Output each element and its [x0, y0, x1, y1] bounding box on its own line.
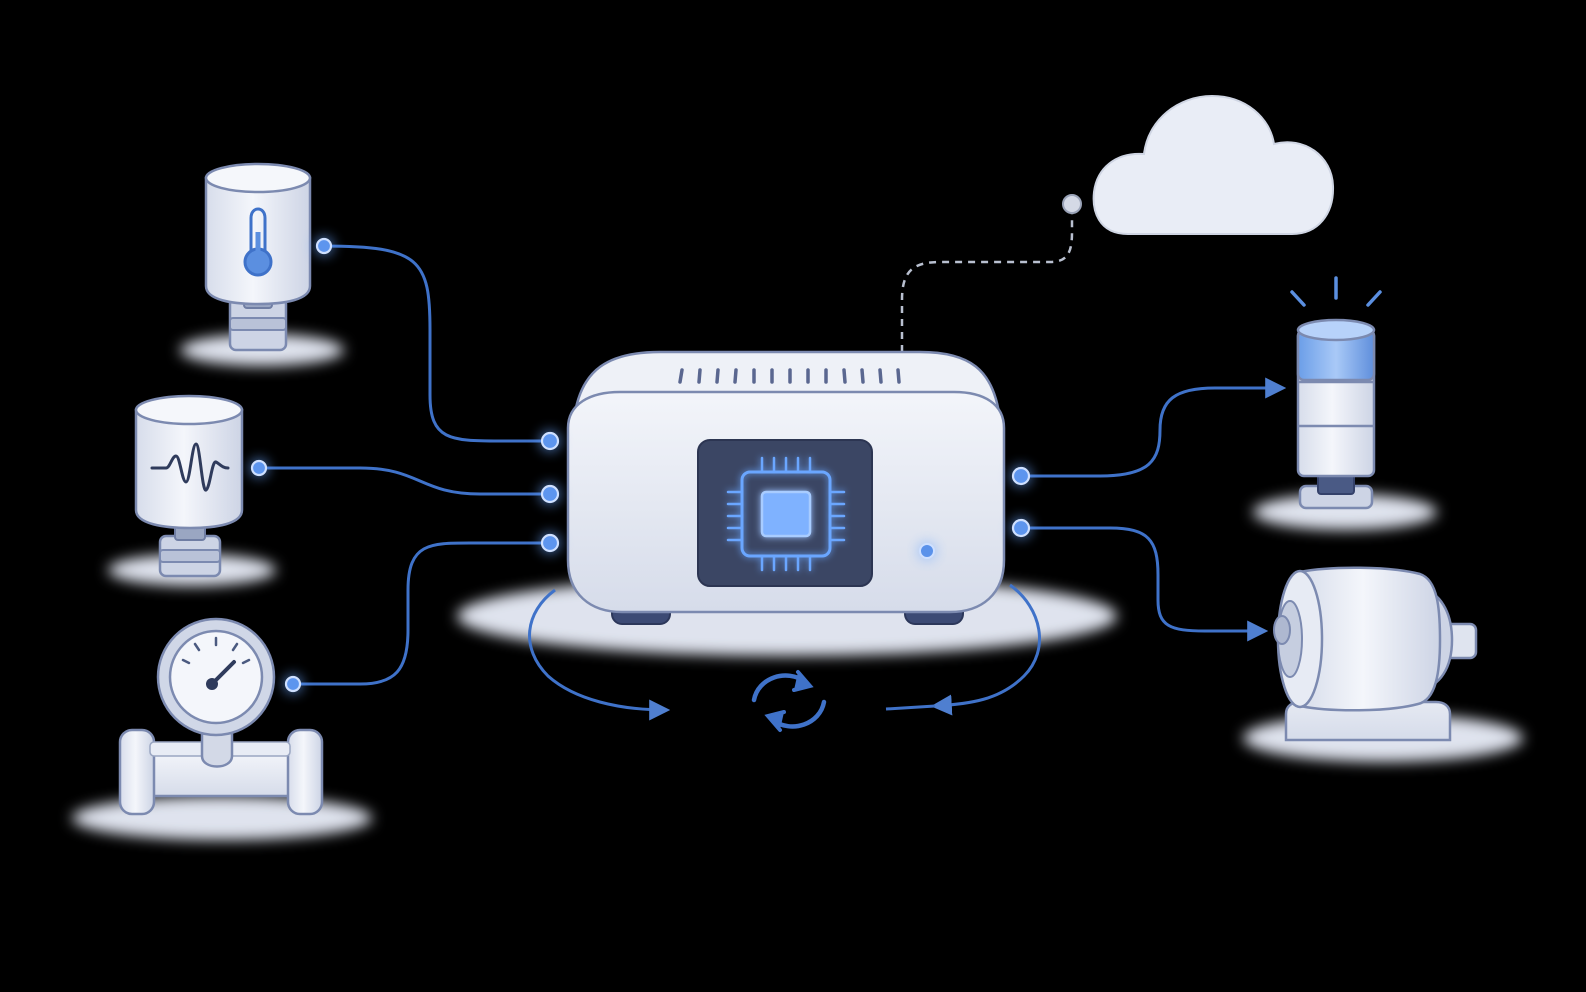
link-pressure-to-hub — [293, 541, 552, 686]
port-temperature-sensor — [315, 237, 333, 255]
edge-gateway — [566, 350, 1006, 625]
loop-arrow-left — [528, 588, 671, 721]
connections — [259, 244, 1287, 686]
stack-light-icon — [1290, 276, 1382, 510]
cloud-uplink-node — [1062, 194, 1082, 214]
link-hub-to-motor — [1021, 526, 1269, 642]
ports — [249, 236, 1032, 694]
hub-port-in-1 — [540, 431, 560, 451]
pressure-gauge-sensor — [118, 617, 324, 816]
link-hub-to-signal-light — [1021, 377, 1287, 478]
hub-port-out-1 — [1011, 466, 1031, 486]
sync-icon — [751, 670, 827, 732]
loop-arrow-right — [930, 583, 1041, 716]
temperature-sensor — [204, 162, 312, 352]
cloud-uplink-dashed — [900, 205, 1074, 352]
link-temperature-to-hub — [323, 244, 552, 443]
hub-port-in-3 — [540, 533, 560, 553]
hub-port-out-2 — [1011, 518, 1031, 538]
vibration-sensor — [134, 394, 244, 578]
thermometer-icon — [243, 207, 273, 277]
vent-slots — [678, 368, 901, 384]
cloud-icon — [1092, 94, 1335, 235]
feedback-loop — [528, 583, 1041, 721]
port-pressure-sensor — [284, 675, 302, 693]
cpu-chip-icon — [726, 456, 846, 572]
link-vibration-to-hub — [259, 466, 552, 496]
port-vibration-sensor — [250, 459, 268, 477]
hub-port-in-2 — [540, 484, 560, 504]
waveform-icon — [150, 442, 230, 492]
electric-motor-icon — [1273, 566, 1478, 742]
pressure-gauge-icon — [168, 629, 264, 725]
ground-glow-pressure — [72, 796, 372, 840]
